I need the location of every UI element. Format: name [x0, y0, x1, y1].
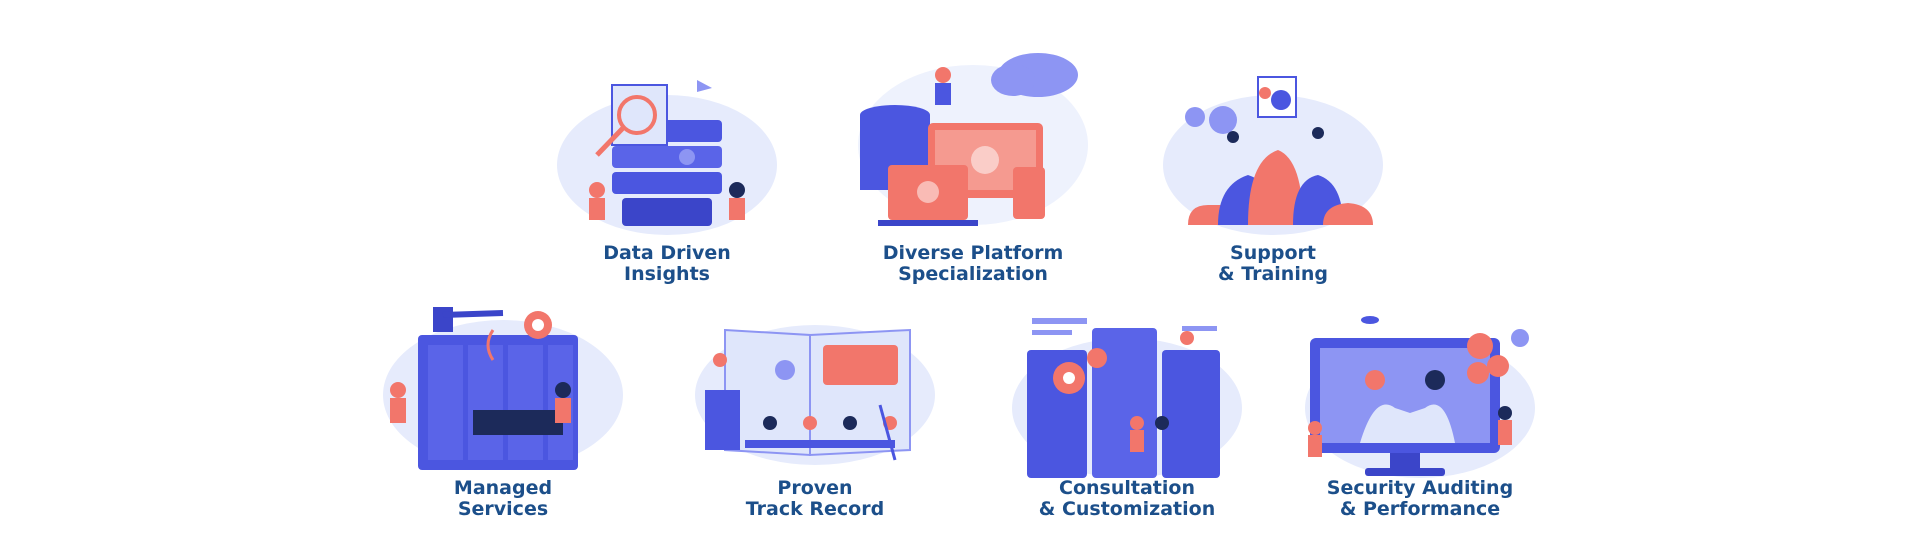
service-title: Diverse Platform Specialization: [833, 243, 1113, 285]
service-title-line1: Diverse Platform: [882, 242, 1064, 264]
service-title: Managed Services: [363, 478, 643, 520]
service-title-line2: Specialization: [898, 263, 1048, 285]
service-title-line2: Track Record: [745, 498, 885, 520]
service-title: Data Driven Insights: [527, 243, 807, 285]
service-title-line2: Services: [457, 498, 549, 520]
service-title: Support & Training: [1133, 243, 1413, 285]
service-card-diverse-platform-specialization: Diverse Platform Specialization: [833, 35, 1113, 295]
service-title-line2: & Customization: [1038, 498, 1216, 520]
service-title: Consultation & Customization: [987, 478, 1267, 520]
service-card-consultation-customization: Consultation & Customization: [987, 298, 1267, 558]
service-card-proven-track-record: Proven Track Record: [675, 290, 955, 550]
service-card-security-auditing-performance: Security Auditing & Performance: [1280, 298, 1560, 558]
service-title-line1: Proven: [777, 477, 853, 499]
service-title: Proven Track Record: [675, 478, 955, 520]
monitor-handshake-illustration-icon: [1280, 298, 1560, 498]
service-title-line2: & Training: [1218, 263, 1328, 285]
service-title-line1: Security Auditing: [1326, 477, 1514, 499]
data-analysis-illustration-icon: [527, 50, 807, 250]
service-title-line1: Support: [1230, 242, 1316, 264]
service-title-line1: Consultation: [1059, 477, 1195, 499]
service-title-line1: Data Driven: [603, 242, 731, 264]
server-maintenance-illustration-icon: [363, 285, 643, 485]
service-card-managed-services: Managed Services: [363, 285, 643, 545]
service-title-line2: Insights: [624, 263, 710, 285]
cloud-devices-illustration-icon: [833, 35, 1113, 235]
training-presentation-illustration-icon: [1133, 55, 1413, 255]
service-title-line2: & Performance: [1339, 498, 1501, 520]
service-card-support-training: Support & Training: [1133, 55, 1413, 315]
page: { "services": [ {"line1": "Data Driven",…: [383, 35, 1535, 520]
service-title-line1: Managed: [453, 477, 553, 499]
server-racks-gears-illustration-icon: [987, 298, 1267, 498]
service-title: Security Auditing & Performance: [1280, 478, 1560, 520]
open-book-team-illustration-icon: [675, 290, 955, 490]
service-card-data-driven-insights: Data Driven Insights: [527, 50, 807, 310]
